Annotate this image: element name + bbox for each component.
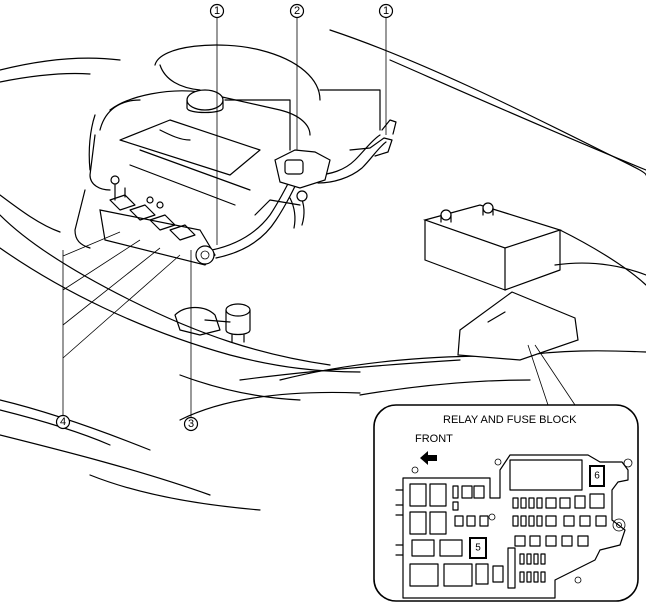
callout-4: 4 <box>55 414 71 430</box>
fuse-6-label: 6 <box>594 471 600 482</box>
callout-1-left: 1 <box>209 3 225 19</box>
vehicle-body-outline <box>0 29 646 511</box>
battery <box>422 202 562 291</box>
svg-text:3: 3 <box>188 418 194 430</box>
svg-text:1: 1 <box>214 5 220 17</box>
svg-text:2: 2 <box>294 5 300 17</box>
callout-3: 3 <box>183 416 199 432</box>
callout-1-right: 1 <box>378 3 394 19</box>
relay-fuse-block-inset: RELAY AND FUSE BLOCK FRONT 6 <box>373 404 639 602</box>
fuel-injector-rail <box>99 175 216 266</box>
fuel-pipes <box>211 119 397 259</box>
inset-title: RELAY AND FUSE BLOCK <box>443 414 577 426</box>
engine-block <box>74 44 381 249</box>
front-label: FRONT <box>415 433 453 445</box>
front-arrow-icon <box>420 451 437 465</box>
leader-lines <box>62 17 576 417</box>
fuse-5-label: 5 <box>475 543 481 554</box>
svg-text:1: 1 <box>383 5 389 17</box>
svg-text:4: 4 <box>60 416 66 428</box>
callout-2: 2 <box>289 3 305 19</box>
engine-lower-parts <box>174 303 251 343</box>
relay-fuse-block-location <box>457 291 579 361</box>
